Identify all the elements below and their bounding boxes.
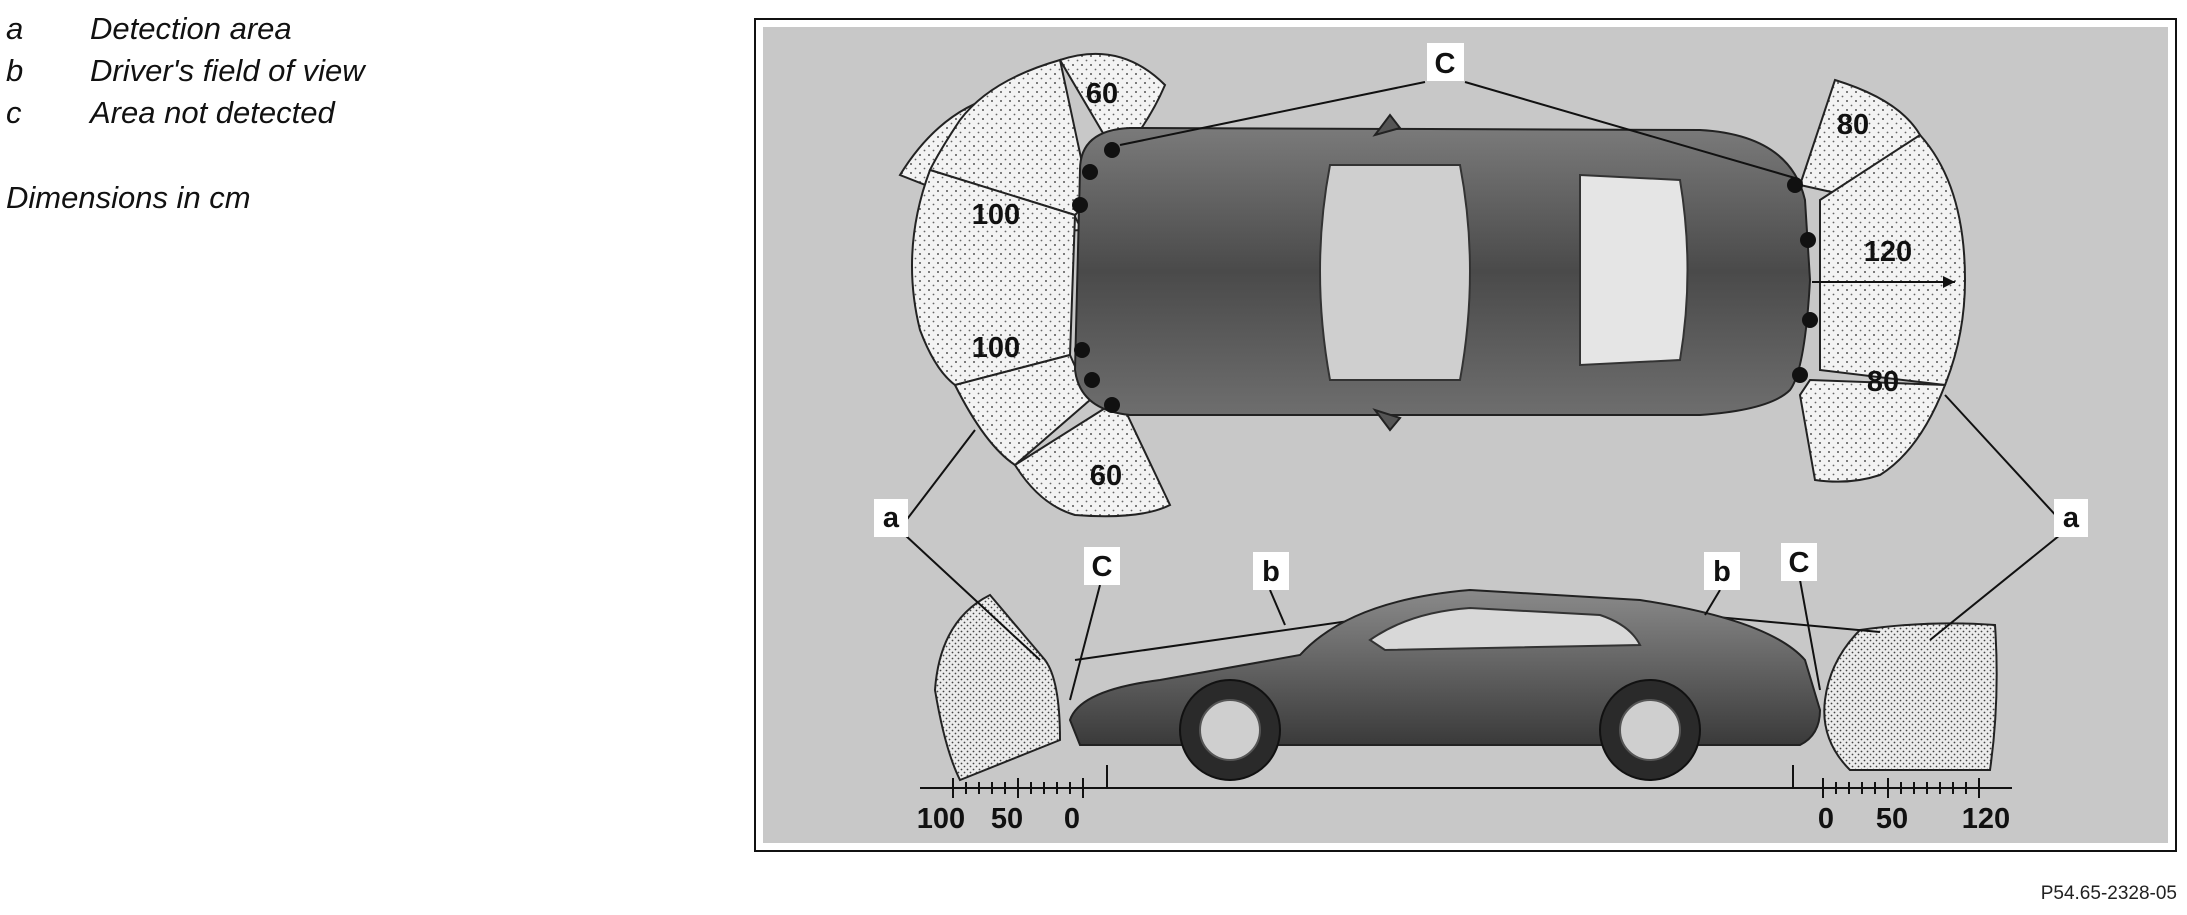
front-scale-label: 50 [991,803,1023,835]
callout-c-front: C [1092,551,1113,583]
rear-zone-label: 80 [1837,109,1869,141]
rear-zone-120 [1819,133,1967,387]
callout-c-front-box [1084,547,1120,585]
front-zone-100-top [928,58,1092,217]
callout-b-front: b [1262,556,1280,588]
legend-text: Driver's field of view [90,53,365,88]
callout-a-right-box [2054,499,2088,537]
callout-a-right: a [2063,502,2080,534]
rear-sensors [1787,177,1818,383]
dimensions-note: Dimensions in cm [6,180,251,215]
callout-c-rear-box [1781,543,1817,581]
front-zone-label: 60 [1090,460,1122,492]
callout-b-rear-leader [1704,589,1721,616]
rear-zone-label: 80 [1867,366,1899,398]
front-zone-label: 100 [972,332,1020,364]
rear-scale-ticks [1822,778,1980,798]
callout-a-left-leader-2 [894,429,976,536]
callout-b-front-box [1253,552,1289,590]
callout-c-rear: C [1789,547,1810,579]
callout-a-left-box [874,499,908,537]
front-sensors [1072,142,1120,413]
callout-c-rear-leader [1799,579,1821,691]
rear-120-arrowhead [1943,276,1955,288]
callout-c-front-leader [1069,584,1101,701]
car-side-window [1368,606,1642,652]
callout-a-right-leader-1 [1929,534,2061,641]
callout-b-front-leader [1269,589,1286,626]
callout-b-rear: b [1713,556,1731,588]
side-view: 100 50 0 0 50 120 a a C b b C [874,394,2088,835]
legend-key: c [6,95,22,130]
front-scale-label: 0 [1064,803,1080,835]
car-side-front-rim [1199,699,1261,761]
callout-c-leader-left [1119,81,1426,146]
front-zone-60-bottom [1013,403,1172,518]
side-rear-detection-zone [1823,622,1998,771]
car-top-rear-deck [1579,173,1689,367]
callout-a-left: a [883,502,900,534]
front-zone-label: 100 [972,199,1020,231]
legend-key: b [6,53,24,88]
car-top-mirror-left [1372,113,1402,137]
rear-zone-label: 120 [1864,236,1912,268]
car-side-rear-rim [1619,699,1681,761]
side-front-detection-zone [933,593,1062,782]
callout-c-top: C [1435,48,1456,80]
callout-c-leader-right [1464,81,1796,179]
front-zone-label: 60 [1086,78,1118,110]
rear-scale-label: 120 [1962,803,2010,835]
callout-b-rear-box [1704,552,1740,590]
rear-scale-label: 50 [1876,803,1908,835]
callout-c-top-box [1427,43,1464,81]
legend-text: Detection area [90,11,292,46]
rear-scale-label: 0 [1818,803,1834,835]
figure-id: P54.65-2328-05 [2040,883,2177,904]
front-scale-ticks [952,778,1084,798]
callout-a-left-leader-1 [904,534,1041,661]
front-zone-center [911,168,1077,387]
callout-a-right-leader-2 [1944,394,2061,521]
top-view: C 60 100 100 60 80 120 80 [898,43,1967,518]
car-top-windshield [1319,164,1471,381]
legend-text: Area not detected [90,95,335,130]
car-top-mirror-right [1372,408,1402,432]
legend-key: a [6,11,24,46]
rear-zone-80-bottom [1798,378,1947,483]
front-scale-label: 100 [917,803,965,835]
